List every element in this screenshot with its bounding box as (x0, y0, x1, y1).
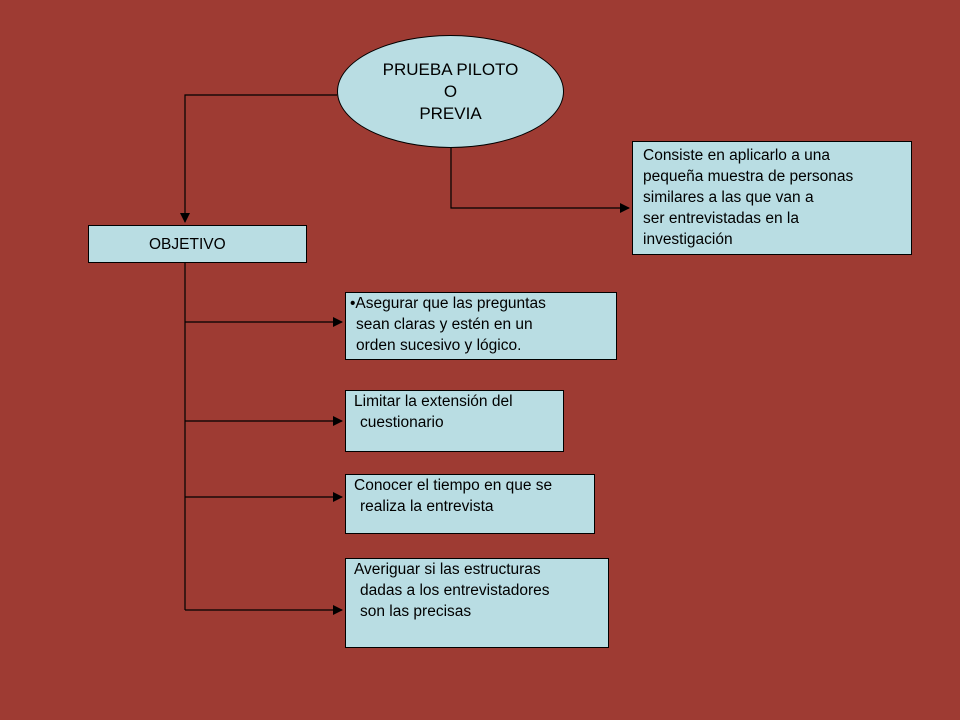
arrow-to-definition (450, 148, 630, 213)
definition-line-3: similares a las que van a (643, 189, 814, 206)
objective-2-line-1: Limitar la extensión del (354, 393, 513, 410)
arrow-to-objetivo (180, 94, 337, 223)
objective-box-3: Conocer el tiempo en que se realiza la e… (345, 474, 595, 534)
objective-box-2: Limitar la extensión del cuestionario (345, 390, 564, 452)
title-ellipse: PRUEBA PILOTO O PREVIA (337, 35, 564, 148)
objetivo-box: OBJETIVO (88, 225, 307, 263)
objective-1-line-1: •Asegurar que las preguntas (350, 295, 546, 312)
title-line-1: PRUEBA PILOTO (382, 59, 519, 79)
objective-4-line-1: Averiguar si las estructuras (354, 561, 541, 578)
definition-line-4: ser entrevistadas en la (643, 210, 799, 227)
objective-box-4: Averiguar si las estructuras dadas a los… (345, 558, 609, 648)
definition-line-2: pequeña muestra de personas (643, 168, 854, 185)
objective-3-line-1: Conocer el tiempo en que se (354, 477, 553, 494)
title-line-3: PREVIA (419, 103, 482, 123)
title-line-2: O (443, 81, 458, 101)
objetivo-label: OBJETIVO (149, 235, 226, 253)
definition-box: Consiste en aplicarlo a una pequeña mues… (632, 141, 912, 255)
objective-4-line-2: dadas a los entrevistadores (360, 582, 550, 599)
objective-4-line-3: son las precisas (360, 603, 472, 620)
objective-3-line-2: realiza la entrevista (360, 498, 494, 515)
objective-1-line-3: orden sucesivo y lógico. (356, 337, 522, 354)
definition-line-5: investigación (643, 231, 733, 248)
objective-1-line-2: sean claras y estén en un (356, 316, 533, 333)
definition-line-1: Consiste en aplicarlo a una (643, 147, 830, 164)
objective-box-1: •Asegurar que las preguntas sean claras … (345, 292, 617, 360)
objective-2-line-2: cuestionario (360, 414, 444, 431)
